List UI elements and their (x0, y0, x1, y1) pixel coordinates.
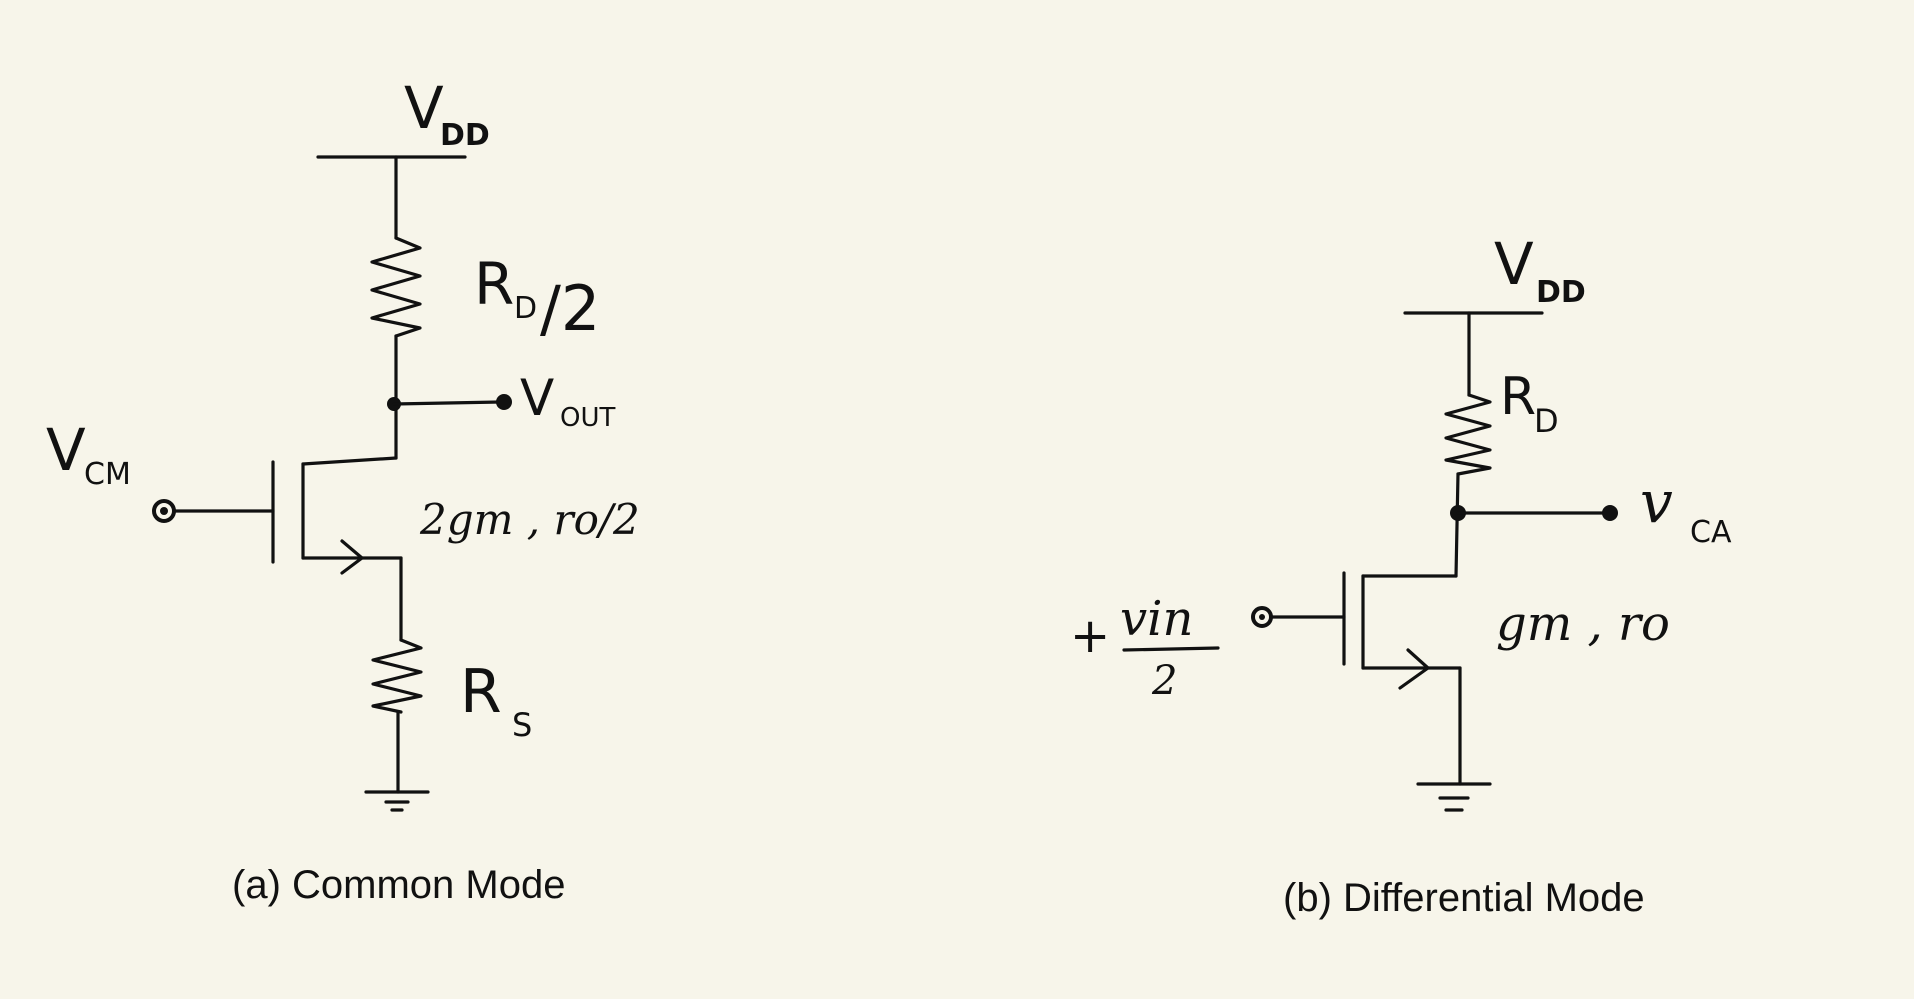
load-resistor-a (370, 236, 422, 338)
vcm-label-a: V (46, 416, 86, 484)
vin-fraction-bar-b (1122, 646, 1220, 652)
rd-label-suffix-a: /2 (540, 272, 600, 345)
vdd-label-sub-b: DD (1536, 275, 1586, 310)
load-resistor-b (1444, 393, 1492, 476)
output-terminal-b (1602, 505, 1618, 521)
vdd-label-a: V (404, 74, 444, 142)
rd-label-a: R (474, 250, 514, 318)
rs-label-a: R (460, 657, 502, 727)
source-arrow-b (1398, 648, 1430, 690)
caption-b: (b) Differential Mode (1283, 876, 1645, 920)
vca-label-b: v (1640, 468, 1673, 536)
input-terminal-dot-b (1259, 614, 1265, 620)
vca-label-sub-b: CA (1690, 515, 1732, 550)
vout-label-a: V (520, 369, 554, 427)
input-terminal-dot-a (160, 507, 168, 515)
caption-a: (a) Common Mode (232, 863, 565, 907)
source-arrow-a (340, 539, 364, 575)
vin-sign-b: + (1070, 608, 1110, 664)
vin-denominator-b: 2 (1151, 658, 1177, 704)
drain-horizontal-a (301, 456, 398, 466)
transistor-params-a: 2gm , ro/2 (419, 495, 640, 544)
rd-label-b: R (1500, 367, 1536, 427)
rd-label-sub-b: D (1534, 402, 1559, 440)
output-wire-a (392, 400, 502, 406)
transistor-params-b: gm , ro (1496, 596, 1670, 652)
vin-numerator-b: vin (1120, 591, 1193, 647)
drain-wire-b (1454, 472, 1460, 578)
output-terminal-a (496, 394, 512, 410)
vcm-label-sub-a: CM (84, 457, 131, 492)
vdd-label-b: V (1494, 230, 1534, 298)
vout-label-sub-a: OUT (560, 403, 615, 433)
rd-label-sub-a: D (514, 291, 537, 326)
common-mode-circuit: V DD R D /2 V OUT V CM 2gm , ro/2 R S (a… (46, 74, 640, 907)
source-resistor-a (371, 638, 423, 714)
rs-label-sub-a: S (512, 706, 532, 744)
differential-mode-circuit: V DD R D v CA + vin 2 gm , ro (b) Differ… (1070, 230, 1732, 920)
vdd-label-sub-a: DD (440, 118, 490, 153)
